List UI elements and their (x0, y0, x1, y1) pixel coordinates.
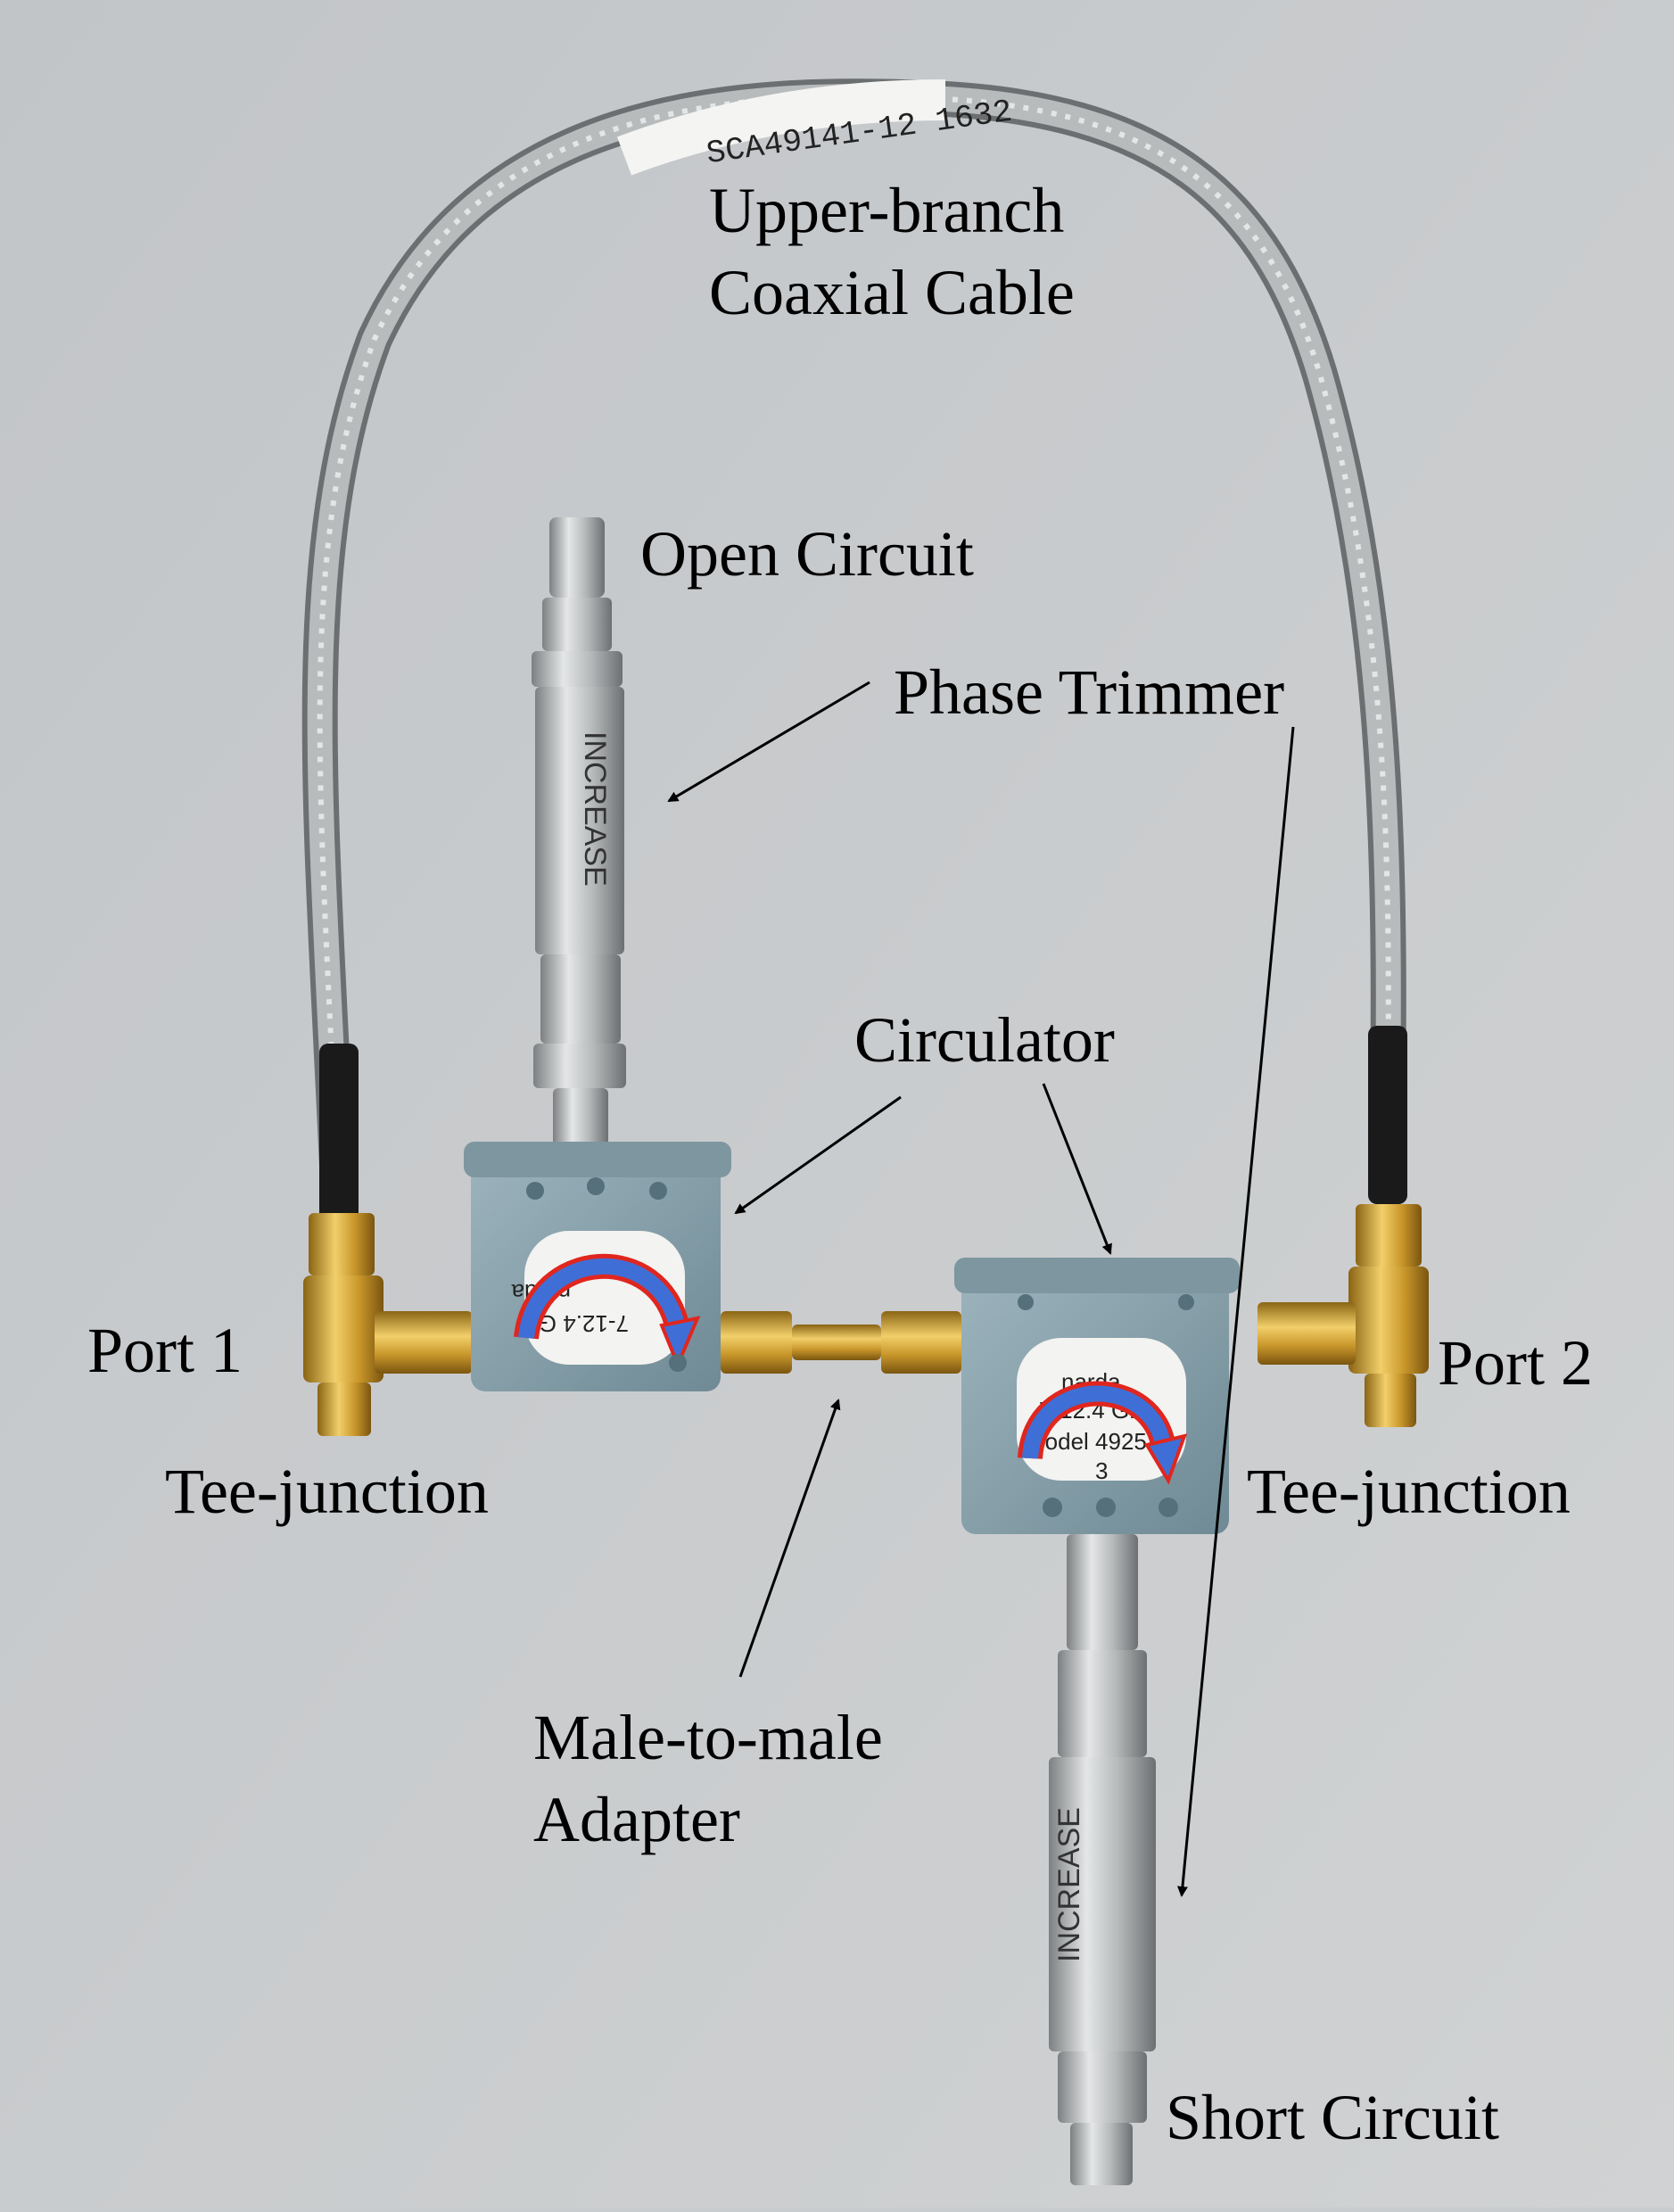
arrow-trimmer-lower (1176, 726, 1295, 1897)
label-port-2: Port 2 (1438, 1327, 1594, 1399)
circulator-right-text-4: 3 (1095, 1457, 1108, 1484)
label-cable-line-1: Upper-branch (709, 175, 1065, 246)
trimmer-marking-lower: INCREASE (1052, 1807, 1086, 1962)
label-adapter-line-2: Adapter (533, 1784, 740, 1855)
tee-junction-left (303, 1213, 473, 1436)
coaxial-cable: SCA49141-12 1632 (301, 78, 1407, 1222)
label-tee-junction-left: Tee-junction (165, 1456, 489, 1527)
label-upper-branch-cable: Upper-branch Coaxial Cable (709, 169, 1075, 334)
label-cable-line-2: Coaxial Cable (709, 257, 1075, 328)
arrow-adapter (738, 1399, 841, 1678)
arrow-trimmer-upper (667, 681, 870, 803)
label-tee-junction-right: Tee-junction (1247, 1456, 1571, 1527)
cable-boot-right (1368, 1026, 1407, 1204)
label-short-circuit: Short Circuit (1166, 2082, 1499, 2153)
trimmer-marking-upper: INCREASE (578, 731, 612, 887)
cable-boot-left (319, 1044, 359, 1222)
phase-trimmer-upper: INCREASE (532, 517, 626, 1151)
phase-trimmer-lower: INCREASE (1049, 1534, 1156, 2185)
circulator-left: narda 7-12.4 GH (464, 1142, 731, 1391)
label-circulator: Circulator (854, 1004, 1115, 1076)
label-male-to-male-adapter: Male-to-male Adapter (533, 1696, 883, 1861)
tee-junction-right (1258, 1204, 1429, 1427)
arrow-circulator-left (734, 1095, 902, 1215)
label-port-1: Port 1 (87, 1315, 243, 1386)
arrow-circulator-right (1042, 1083, 1112, 1255)
label-open-circuit: Open Circuit (640, 518, 974, 590)
label-phase-trimmer: Phase Trimmer (894, 656, 1285, 728)
male-to-male-adapter (721, 1311, 961, 1374)
label-adapter-line-1: Male-to-male (533, 1702, 883, 1773)
circulator-right: narda 7-12.4 GH model 4925 3 (954, 1258, 1240, 1534)
annotation-arrows (667, 681, 1295, 1897)
